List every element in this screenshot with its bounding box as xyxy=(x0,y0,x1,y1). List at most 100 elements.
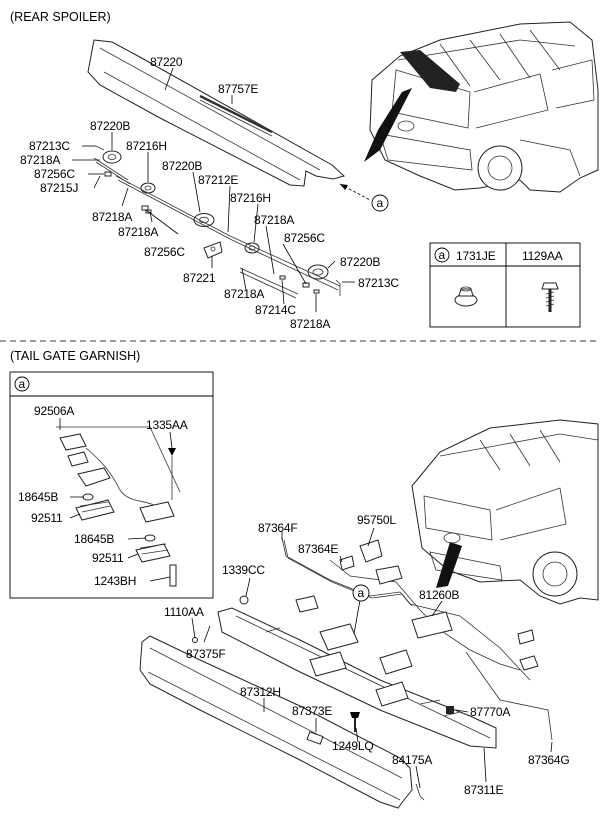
clip-87770A-icon xyxy=(446,706,454,714)
rear-spoiler-body xyxy=(87,39,346,187)
label-1339CC: 1339CC xyxy=(222,563,265,577)
part-87212E-strip xyxy=(115,175,341,287)
lamp-housing-icon xyxy=(77,467,111,487)
label-87311E: 87311E xyxy=(464,783,503,797)
fastener-legend: a 1731JE 1129AA xyxy=(429,242,581,328)
part-87220B-grommet xyxy=(102,150,122,164)
callout-marker-label-2: a xyxy=(358,586,365,600)
emblem-87373E xyxy=(306,731,324,745)
part-87220B-grommet-3 xyxy=(307,264,329,280)
screw-1243BH-icon xyxy=(169,564,177,587)
part-87214C-strip xyxy=(239,267,299,295)
bulb-18645B-icon xyxy=(82,493,94,501)
label-87218A-2: 87218A xyxy=(92,210,132,224)
label-92511-2: 92511 xyxy=(92,551,124,565)
callout-marker-circle xyxy=(371,194,389,212)
label-87256C: 87256C xyxy=(34,167,75,181)
label-87757E: 87757E xyxy=(218,82,258,96)
label-87220: 87220 xyxy=(150,55,183,69)
callout-arrow: a xyxy=(339,183,389,212)
label-87364E: 87364E xyxy=(298,542,338,556)
label-87220B: 87220B xyxy=(90,119,130,133)
label-1243BH: 1243BH xyxy=(94,574,136,588)
nut-1335AA-icon xyxy=(168,448,176,456)
tailgate-part-labels: 87364F 95750L 87364E 1339CC 81260B 1110A… xyxy=(164,513,570,797)
label-18645B-2: 18645B xyxy=(74,532,114,546)
legend-marker-circle xyxy=(434,247,450,263)
label-1110AA: 1110AA xyxy=(164,605,204,619)
label-87218A-5: 87218A xyxy=(224,287,264,301)
connector-left-icon xyxy=(295,595,319,613)
label-1249LQ: 1249LQ xyxy=(332,739,374,753)
leader-lines-spoiler xyxy=(72,67,355,312)
label-87220B-3: 87220B xyxy=(340,255,380,269)
part-87213C-pin-2 xyxy=(95,145,105,151)
nut-1339CC-icon xyxy=(239,595,249,605)
grommet-1731JE-icon xyxy=(454,286,478,307)
part-87215J-strip xyxy=(93,157,129,181)
legend-col-1129AA: 1129AA xyxy=(522,249,563,263)
harness-87364F xyxy=(281,537,531,681)
label-87218A-3: 87218A xyxy=(118,225,158,239)
suv-rear-illustration-top xyxy=(364,21,599,193)
inset-marker-circle xyxy=(14,376,30,392)
label-18645B: 18645B xyxy=(18,490,58,504)
part-87220B-grommet-2 xyxy=(193,213,215,227)
label-87215J: 87215J xyxy=(40,181,78,195)
label-87218A: 87218A xyxy=(20,153,60,167)
clip-87218A-2 xyxy=(279,275,286,280)
connector-icon xyxy=(59,433,87,451)
screw-1249LQ-icon xyxy=(350,712,360,732)
label-87218A-6: 87218A xyxy=(290,317,330,331)
label-87770A: 87770A xyxy=(470,705,510,719)
label-87220B-2: 87220B xyxy=(162,159,202,173)
part-87221-bracket xyxy=(203,241,223,259)
part-87216H-grommet xyxy=(140,182,156,194)
bolt-1129AA-icon xyxy=(541,282,559,312)
inset-marker: a xyxy=(19,377,26,391)
garnish-inner-panel-87311E xyxy=(217,607,497,749)
seal-84175A xyxy=(415,783,425,801)
callout-marker-label: a xyxy=(377,196,384,210)
label-87256C-3: 87256C xyxy=(284,231,325,245)
legend-col-1731JE: 1731JE xyxy=(456,249,496,263)
switch-81260B-icon xyxy=(411,611,453,639)
label-87212E: 87212E xyxy=(198,173,238,187)
label-87375F: 87375F xyxy=(186,647,226,661)
label-87213C-2: 87213C xyxy=(358,276,399,290)
label-87373E: 87373E xyxy=(292,704,332,718)
label-1335AA: 1335AA xyxy=(146,418,188,432)
label-87364G: 87364G xyxy=(528,753,570,767)
connector-end-icon xyxy=(517,629,535,645)
label-87216H-2: 87216H xyxy=(230,191,271,205)
connector-87364E-icon xyxy=(339,555,355,571)
label-95750L: 95750L xyxy=(357,513,396,527)
section-title-rear-spoiler: (REAR SPOILER) xyxy=(10,10,111,24)
clip-87256C xyxy=(104,171,112,177)
part-87213C-pin xyxy=(335,279,341,296)
label-87221: 87221 xyxy=(183,271,216,285)
inset-detail-box: a 92506A 1335AA 18645B 92511 18645B 9251… xyxy=(9,371,214,599)
spoiler-stripe-87757E xyxy=(199,94,273,134)
suv-rear-illustration-bottom xyxy=(411,419,599,605)
label-87364F: 87364F xyxy=(258,521,298,535)
garnish-outer-cover-87312H xyxy=(139,635,413,809)
label-92511: 92511 xyxy=(31,511,63,525)
connector-95750L-icon xyxy=(375,565,403,585)
clip-87256C-3 xyxy=(302,282,310,288)
label-87214C: 87214C xyxy=(255,303,296,317)
spoiler-part-labels: 87220 87757E 87220B 87213C 87216H 87218A… xyxy=(20,55,400,331)
callout-marker-circle-2 xyxy=(352,584,370,602)
leader-lines-tailgate xyxy=(191,527,553,789)
clip-87256C-2 xyxy=(141,205,149,211)
clip-1110AA-icon xyxy=(192,637,198,643)
label-87218A-4: 87218A xyxy=(254,213,294,227)
clip-87218A-3 xyxy=(313,289,320,294)
section-title-tail-gate-garnish: (TAIL GATE GARNISH) xyxy=(10,349,140,363)
bulb-18645B-2-icon xyxy=(144,534,156,542)
label-92506A: 92506A xyxy=(34,404,74,418)
label-84175A: 84175A xyxy=(392,753,432,767)
label-87216H: 87216H xyxy=(126,139,167,153)
label-87213C: 87213C xyxy=(29,139,70,153)
